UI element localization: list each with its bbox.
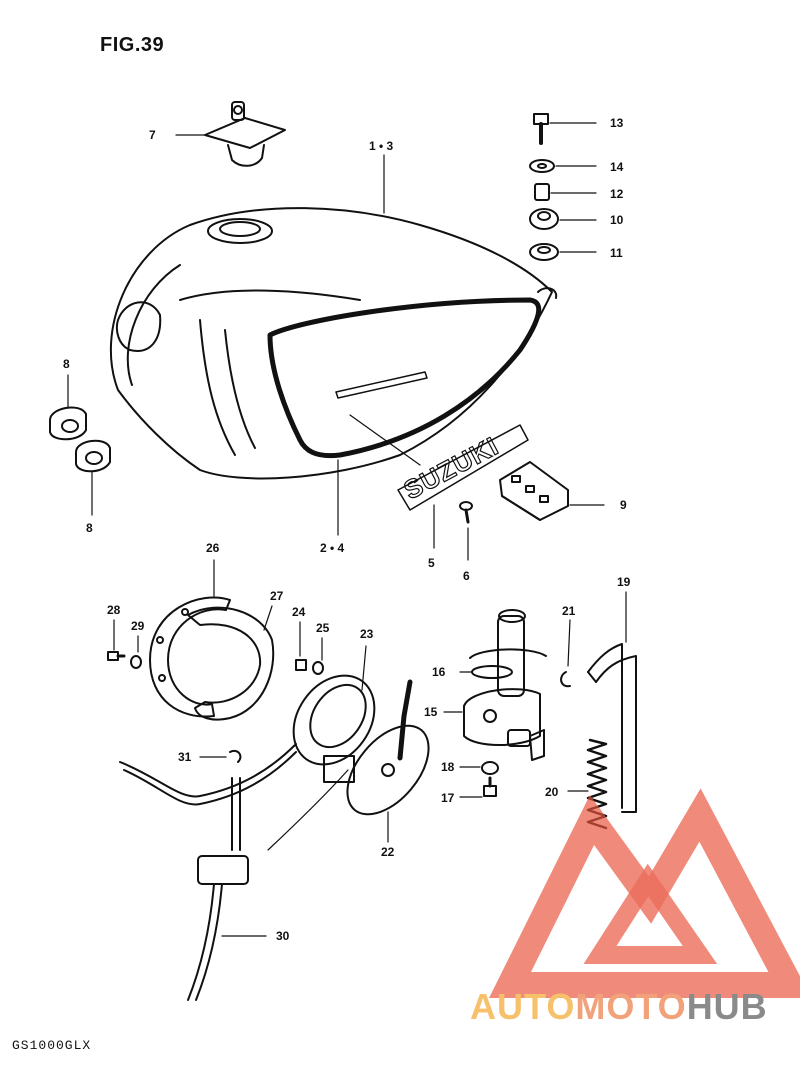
callout-11: 11	[610, 246, 623, 260]
gasket-27	[187, 605, 275, 721]
callout-14: 14	[610, 160, 624, 174]
callout-12: 12	[610, 187, 624, 201]
fuel-hose-19	[587, 591, 637, 813]
callout-28: 28	[107, 603, 121, 617]
wire-harness-30	[119, 743, 297, 1001]
callout-1-3: 1 • 3	[369, 139, 394, 153]
callout-20: 20	[545, 785, 559, 799]
cushion-11	[529, 243, 597, 261]
model-code: GS1000GLX	[12, 1038, 92, 1053]
cushion-8-lower	[75, 439, 111, 516]
watermark-hub: HUB	[686, 986, 768, 1027]
figure-title: FIG.39	[100, 34, 165, 56]
fuel-level-gauge-22	[267, 679, 430, 851]
bolt-13	[533, 113, 597, 145]
clip-21	[560, 619, 571, 688]
callout-26: 26	[206, 541, 220, 555]
callout-24: 24	[292, 605, 306, 619]
washer-29	[130, 635, 142, 669]
watermark-logo	[489, 788, 800, 998]
callout-5: 5	[428, 556, 435, 570]
plate-26	[149, 559, 231, 718]
watermark-auto: AUTO	[470, 986, 576, 1027]
callout-13: 13	[610, 116, 624, 130]
rubber-pad-9	[499, 461, 605, 521]
callout-18: 18	[441, 760, 455, 774]
callout-31: 31	[178, 750, 192, 764]
callout-16: 16	[432, 665, 446, 679]
fuel-cock-15	[443, 609, 547, 761]
callout-21: 21	[562, 604, 576, 618]
collar-12	[534, 183, 597, 201]
callout-30: 30	[276, 929, 290, 943]
emblem-text: SUZUKI	[399, 431, 504, 506]
screw-28	[107, 619, 126, 661]
callout-25: 25	[316, 621, 330, 635]
callout-9: 9	[620, 498, 627, 512]
callout-8-upper: 8	[63, 357, 70, 371]
callout-10: 10	[610, 213, 624, 227]
tank-emblem	[349, 414, 529, 549]
watermark-text: AUTOMOTOHUB	[470, 986, 768, 1028]
cushion-8-upper	[49, 374, 87, 441]
callout-7: 7	[149, 128, 156, 142]
o-ring-16	[459, 665, 513, 679]
callout-19: 19	[617, 575, 631, 589]
callout-8-lower: 8	[86, 521, 93, 535]
screw-6	[459, 501, 473, 561]
washer-14	[529, 159, 597, 173]
callout-17: 17	[441, 791, 455, 805]
washer-18	[459, 761, 499, 775]
callout-23: 23	[360, 627, 374, 641]
screw-17	[459, 776, 497, 798]
watermark-moto: MOTO	[575, 986, 687, 1027]
gasket-23	[292, 645, 376, 766]
callout-6: 6	[463, 569, 470, 583]
callout-22: 22	[381, 845, 395, 859]
fuel-tank	[109, 207, 558, 480]
clamp-31	[199, 750, 242, 763]
cushion-10	[529, 208, 597, 230]
callout-27: 27	[270, 589, 284, 603]
bolt-24	[295, 621, 307, 671]
washer-25	[312, 637, 324, 675]
callout-29: 29	[131, 619, 145, 633]
fuel-cap	[175, 101, 286, 167]
callout-15: 15	[424, 705, 438, 719]
callout-2-4: 2 • 4	[320, 541, 345, 555]
